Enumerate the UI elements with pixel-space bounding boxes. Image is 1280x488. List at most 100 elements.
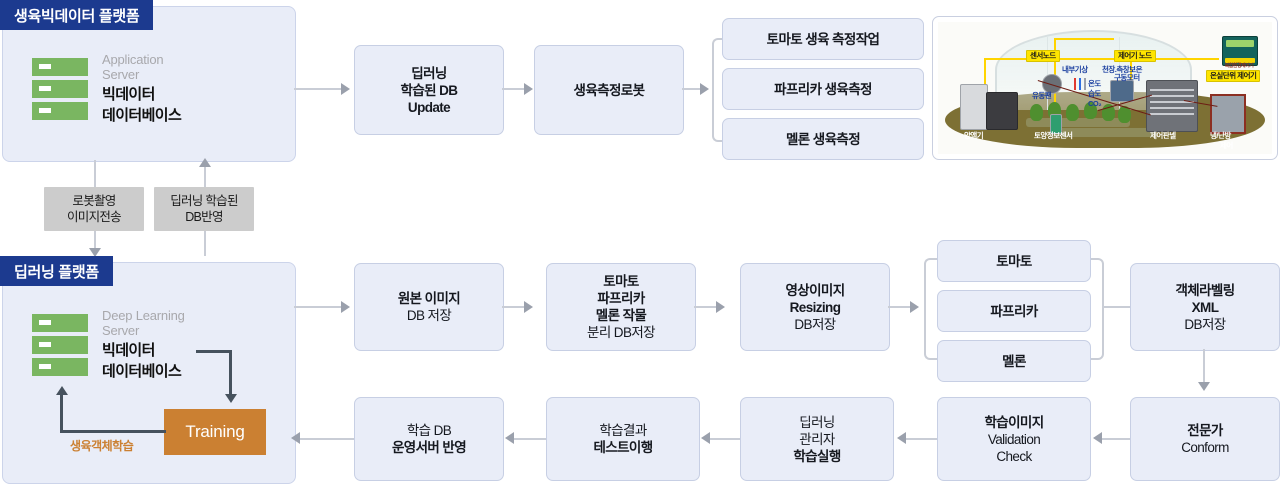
training-loop-back-line — [60, 430, 166, 433]
row3-link3-arrow — [897, 432, 906, 444]
labeling-to-expert-arrow — [1198, 382, 1210, 391]
row1-link1-arrow — [524, 83, 533, 95]
dl-server-main-line2: 데이터베이스 — [102, 362, 182, 380]
label-hvac-line2: 제어 — [1220, 141, 1233, 150]
row3-box1-line1: 테스트이행 — [593, 440, 653, 455]
dl-server-sub-line1: Deep Learning — [102, 308, 185, 323]
label-internal-weather: 내부기상 — [1062, 65, 1088, 74]
training-loop-down-line — [229, 350, 232, 396]
row1-box0-line0: 딥러닝 — [411, 65, 447, 81]
row2-box-original-image-db[interactable]: 원본 이미지 DB 저장 — [354, 263, 504, 351]
label-co2: CO₂ — [1088, 99, 1102, 108]
temp-bar-blue — [1079, 78, 1081, 90]
nutrient-tanks — [986, 92, 1018, 130]
row3-box-train-db-deploy[interactable]: 학습 DB 운영서버 반영 — [354, 397, 504, 481]
row1-box-growth-robot[interactable]: 생육측정로봇 — [534, 45, 684, 135]
tag-robot-image-transfer: 로봇촬영 이미지전송 — [44, 187, 144, 231]
row1-task-paprika[interactable]: 파프리카 생육측정 — [722, 68, 924, 110]
row2-crops-bracket-left — [924, 258, 938, 360]
row3-link2-arrow — [701, 432, 710, 444]
row2-box-resizing-db[interactable]: 영상이미지 Resizing DB저장 — [740, 263, 890, 351]
greenhouse-controller-device — [1222, 36, 1258, 66]
label-nutrient-machine: 양액기 — [964, 131, 984, 140]
row1-box0-line1: 학습된 DB — [400, 82, 459, 98]
bigdata-server-sub-line1: Application — [102, 52, 164, 67]
bigdata-to-dl-arrow — [89, 248, 101, 257]
row3-box4-line0: 전문가 — [1187, 423, 1223, 438]
row2-box0-line1: DB 저장 — [406, 308, 452, 323]
row2-crops-bracket-right — [1090, 258, 1104, 360]
row2-box2-line1: Resizing — [789, 299, 841, 315]
row2-box-crop-split-db[interactable]: 토마토 파프리카 멜론 작물 분리 DB저장 — [546, 263, 696, 351]
row2-crop-tomato[interactable]: 토마토 — [937, 240, 1091, 282]
row2-box1-line1: 파프리카 — [597, 291, 645, 306]
platform-bigdata-header: 생육빅데이터 플랫폼 — [0, 0, 154, 30]
bigdata-server-text: Application Server 빅데이터 데이터베이스 — [102, 52, 182, 125]
bigdata-server-sub-line2: Server — [102, 67, 140, 83]
control-panel — [1146, 80, 1198, 132]
controller-drop — [1130, 58, 1132, 98]
training-loop-top-line — [196, 350, 232, 353]
row3-link4-line — [1100, 438, 1130, 440]
row3-box-expert-conform[interactable]: 전문가 Conform — [1130, 397, 1280, 481]
plant — [1084, 102, 1097, 119]
row3-box0-line0: 학습 DB — [406, 423, 452, 438]
deeplearning-server-text: Deep Learning Server 빅데이터 데이터베이스 — [102, 308, 185, 381]
row3-box-validation-check[interactable]: 학습이미지 Validation Check — [937, 397, 1091, 481]
row1-task-melon[interactable]: 멜론 생육측정 — [722, 118, 924, 160]
row2-box1-line0: 토마토 — [603, 274, 639, 289]
tag-trained-line1: 딥러닝 학습된 — [170, 194, 238, 208]
row2-box2-line2: DB저장 — [794, 316, 836, 332]
row2-link3-arrow — [910, 301, 919, 313]
plant — [1030, 104, 1043, 121]
row2-crop2-label: 멜론 — [1002, 353, 1026, 369]
training-box[interactable]: Training — [164, 409, 266, 455]
plant — [1118, 106, 1131, 123]
plant — [1066, 104, 1079, 121]
label-humidity: 습도 — [1088, 89, 1101, 98]
row1-task0-label: 토마토 생육 측정작업 — [766, 31, 880, 47]
loop-label: 생육객체학습 — [70, 439, 134, 453]
row2-labeling-line2: DB저장 — [1184, 316, 1226, 332]
sensor-bus-top — [1054, 38, 1114, 40]
deeplearning-server-row: Deep Learning Server 빅데이터 데이터베이스 — [32, 308, 185, 381]
tag-trained-db-applied: 딥러닝 학습된 DB반영 — [154, 187, 254, 231]
server-icon — [32, 57, 88, 120]
temp-bar-gray — [1084, 78, 1086, 90]
row1-link2-line — [682, 88, 704, 90]
row1-link2-arrow — [700, 83, 709, 95]
row3-link3-line — [904, 438, 937, 440]
row3-box-manager-training-run[interactable]: 딥러닝 관리자 학습실행 — [740, 397, 894, 481]
greenhouse-scene: 복합환경제어기 센서노드 제어기 노드 온실단위 제어기 내부기상 천장.측창보… — [938, 22, 1272, 154]
row3-box-test-execution[interactable]: 학습결과 테스트이행 — [546, 397, 700, 481]
row2-crop-melon[interactable]: 멜론 — [937, 340, 1091, 382]
row1-box0-line2: Update — [407, 99, 451, 115]
row2-box1-line2: 멜론 작물 — [595, 308, 647, 323]
dl-server-sub-line2: Server — [102, 323, 140, 339]
platform-deeplearning-header: 딥러닝 플랫폼 — [0, 256, 113, 286]
label-greenhouse-unit-controller: 온실단위 제어기 — [1206, 70, 1261, 83]
training-loop-up-line — [60, 394, 63, 433]
row2-crop-paprika[interactable]: 파프리카 — [937, 290, 1091, 332]
row2-box1-line3: 분리 DB저장 — [587, 325, 656, 340]
sensor-bus-left-drop — [984, 58, 986, 102]
row1-box-deeplearning-db-update[interactable]: 딥러닝 학습된 DB Update — [354, 45, 504, 135]
label-temperature: 온도 — [1088, 79, 1101, 88]
row2-labeling-line0: 객체라벨링 — [1175, 282, 1235, 298]
row2-crop0-label: 토마토 — [996, 253, 1032, 269]
row2-link2-line — [694, 306, 718, 308]
row1-in-arrow — [341, 83, 350, 95]
label-circulation-fan: 유동팬 — [1032, 91, 1052, 100]
row2-crop1-label: 파프리카 — [990, 303, 1038, 319]
row2-box-object-labeling-xml[interactable]: 객체라벨링 XML DB저장 — [1130, 263, 1280, 351]
row2-link3-line — [888, 306, 912, 308]
row1-task-tomato[interactable]: 토마토 생육 측정작업 — [722, 18, 924, 60]
row2-link2-arrow — [716, 301, 725, 313]
row3-box2-line2: 학습실행 — [793, 448, 841, 464]
training-loop-down-arrow — [225, 394, 237, 403]
bigdata-server-main-line1: 빅데이터 — [102, 85, 155, 103]
row1-box1-line0: 생육측정로봇 — [573, 82, 646, 98]
nutrient-machine — [960, 84, 988, 130]
drive-motor — [1110, 80, 1134, 102]
